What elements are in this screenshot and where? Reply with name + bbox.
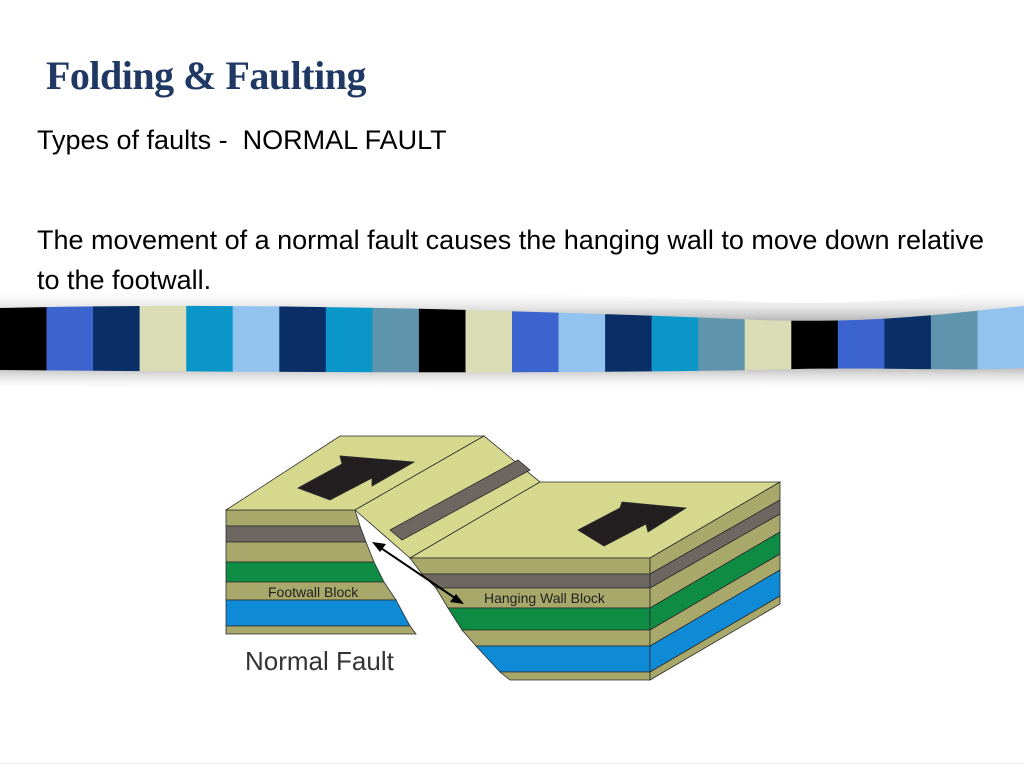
band-stripe [605, 305, 653, 373]
right-arrow-icon [577, 501, 688, 547]
band-stripe [418, 305, 466, 373]
slide-subtitle: Types of faults - NORMAL FAULT [37, 125, 447, 155]
band-stripe [93, 305, 141, 373]
band-stripe [279, 305, 327, 373]
footwall-label: Footwall Block [268, 584, 359, 600]
footwall-layer-olive [225, 541, 375, 563]
band-stripe [930, 305, 978, 373]
scarp-gray-band [389, 459, 531, 541]
hanging-layer-olive [409, 557, 651, 575]
footwall-layer-gray [225, 525, 367, 543]
hanging-layer-base [498, 671, 651, 681]
band-stripe [465, 305, 513, 373]
arrowhead-up-icon [372, 542, 386, 552]
footer-rule [0, 763, 1024, 764]
slide-title: Folding & Faulting [46, 53, 366, 98]
fault-displacement-line [377, 545, 459, 601]
arrowhead-down-icon [450, 594, 464, 604]
band-stripe [46, 305, 94, 373]
band-stripe [186, 305, 234, 373]
slide-body-text: The movement of a normal fault causes th… [37, 225, 985, 295]
band-stripe [558, 305, 606, 373]
footwall-layer-base [225, 625, 417, 635]
band-stripe [977, 305, 1024, 373]
band-stripe [372, 305, 420, 373]
hanging-layer-gray [421, 573, 651, 589]
band-stripe [232, 305, 280, 373]
hanging-wall-label: Hanging Wall Block [484, 590, 606, 606]
decorative-band [0, 287, 1024, 392]
hanging-layer-olive-3 [461, 629, 651, 647]
normal-fault-diagram: Footwall Block Hanging Wall Block Normal… [224, 435, 782, 681]
band-stripe [139, 305, 187, 373]
left-arrow-icon [297, 455, 416, 501]
footwall-layer-blue [225, 599, 411, 627]
hanging-layer-blue [475, 645, 651, 673]
footwall-layer-top [225, 509, 361, 527]
footwall-layer-green [225, 561, 385, 583]
band-stripe [325, 305, 373, 373]
band-stripe [512, 305, 560, 373]
band-stripe [0, 305, 48, 373]
hanging-wall-block [408, 481, 782, 681]
diagram-caption: Normal Fault [245, 646, 395, 676]
hanging-side-base [649, 595, 781, 681]
hanging-layer-green [447, 607, 651, 631]
